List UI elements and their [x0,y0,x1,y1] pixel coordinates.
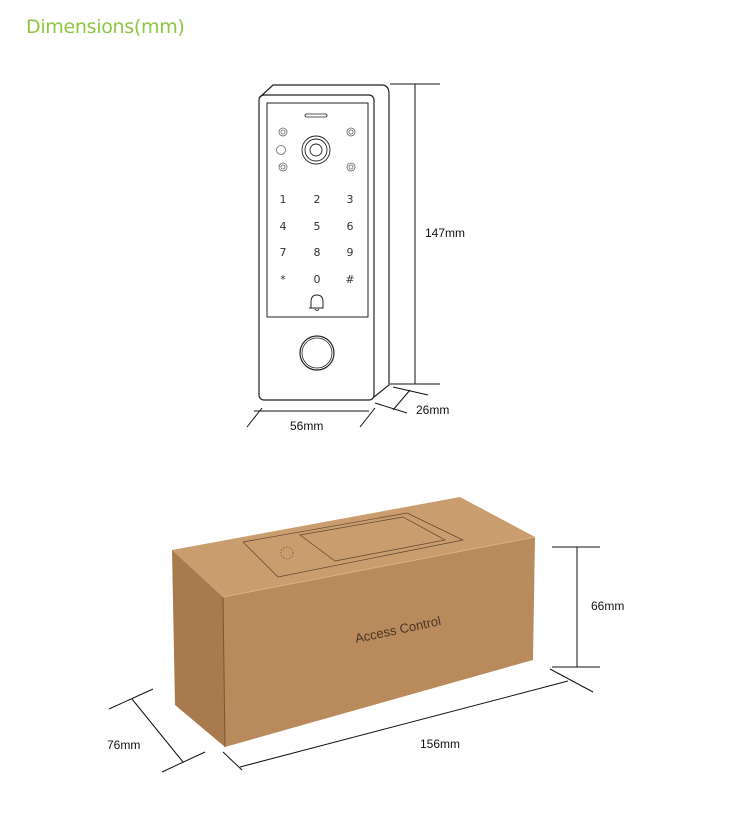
key-5: 5 [314,220,321,233]
box-front [223,537,535,747]
box-length-label: 156mm [420,737,460,751]
key-9: 9 [347,246,354,259]
device-front [258,94,375,401]
box-depth-label: 76mm [107,738,140,752]
key-4: 4 [280,220,287,233]
key-8: 8 [314,246,321,259]
key-7: 7 [280,246,287,259]
device-drawing [258,84,390,401]
device-screen [266,102,369,318]
box-height-label: 66mm [591,599,624,613]
key-6: 6 [347,220,354,233]
keypad: 1 2 3 4 5 6 7 8 9 * 0 # [280,193,355,286]
top-print-circle [280,546,294,560]
speaker-slot [304,113,328,118]
key-star: * [280,273,286,286]
key-3: 3 [347,193,354,206]
page-title: Dimensions(mm) [26,16,185,38]
width-label: 56mm [290,419,323,433]
depth-label: 26mm [416,403,449,417]
key-1: 1 [280,193,287,206]
led-indicators [276,127,356,172]
doorbell-icon [309,294,324,311]
fingerprint-sensor [299,335,335,371]
box-dimension-lines [108,546,600,773]
top-print-outline [242,512,465,578]
top-print-screen [299,516,447,562]
box-top [172,497,535,597]
device-dimension-lines [246,83,440,428]
key-2: 2 [314,193,321,206]
box-left [172,550,225,747]
key-0: 0 [314,273,321,286]
cardboard-box: Access Control [172,497,536,748]
key-hash: # [345,273,354,286]
height-label: 147mm [425,226,465,240]
camera-icon [301,135,331,165]
device-side [258,84,390,398]
